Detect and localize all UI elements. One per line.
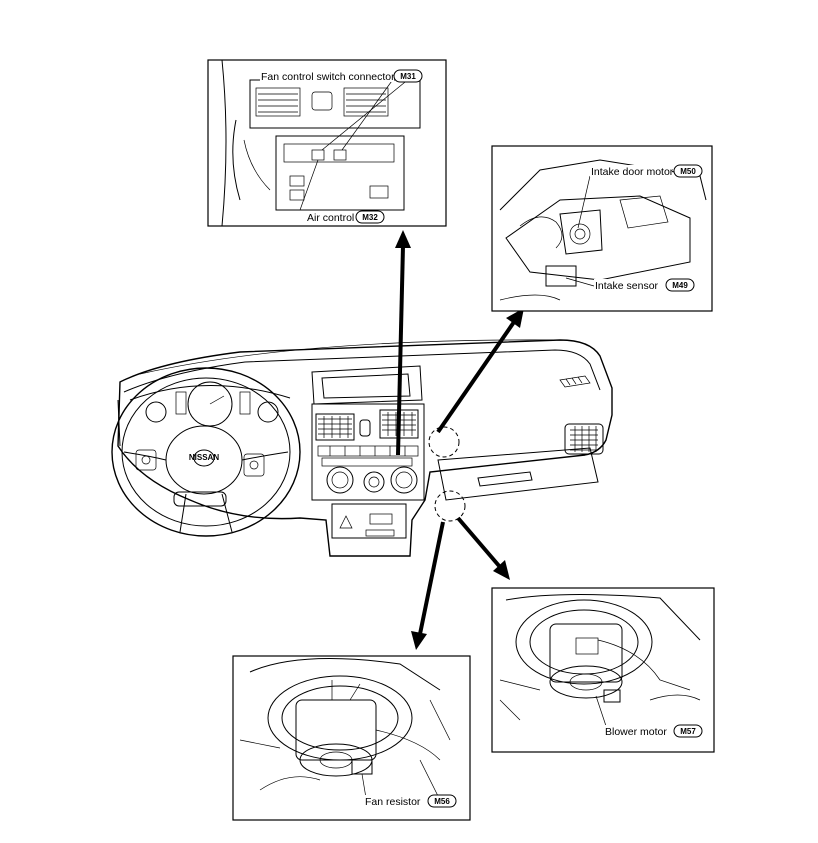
blower-motor-connector-icon [603, 689, 621, 703]
fan-control-code: M31 [400, 72, 416, 81]
inset-fan-control: Fan control switch connector M31 Air con… [207, 59, 447, 227]
intake-location-marker [428, 426, 460, 458]
fan-resistor-label: Fan resistor [365, 796, 421, 808]
dashboard-illustration: NISSAN [111, 339, 613, 557]
inset-fan-resistor: Fan resistor M56 [232, 655, 471, 821]
air-control-code: M32 [362, 213, 378, 222]
inset-blower-motor: Blower motor M57 [491, 587, 715, 753]
fan-control-label: Fan control switch connector [261, 71, 395, 83]
nissan-badge-icon [193, 449, 215, 467]
air-control-label: Air control [307, 212, 354, 224]
blower-motor-code: M57 [680, 727, 696, 736]
right-vent [564, 423, 604, 455]
blower-motor-label: Blower motor [605, 726, 667, 738]
steering-wheel: NISSAN [111, 367, 301, 537]
fan-resistor-code: M56 [434, 797, 450, 806]
inset-intake: Intake door motor M50 Intake sensor M49 [491, 145, 713, 312]
center-console [311, 365, 425, 539]
connector-m31-icon [333, 149, 347, 161]
intake-door-motor-code: M50 [680, 167, 696, 176]
pointer-arrows [395, 230, 524, 650]
brand-badge: NISSAN [189, 453, 219, 462]
blower-location-marker [434, 490, 466, 522]
instrument-cluster [129, 381, 291, 427]
intake-sensor-connector-icon [545, 265, 577, 287]
intake-door-motor-label: Intake door motor [591, 166, 674, 178]
intake-sensor-code: M49 [672, 281, 688, 290]
intake-sensor-label: Intake sensor [595, 280, 659, 292]
